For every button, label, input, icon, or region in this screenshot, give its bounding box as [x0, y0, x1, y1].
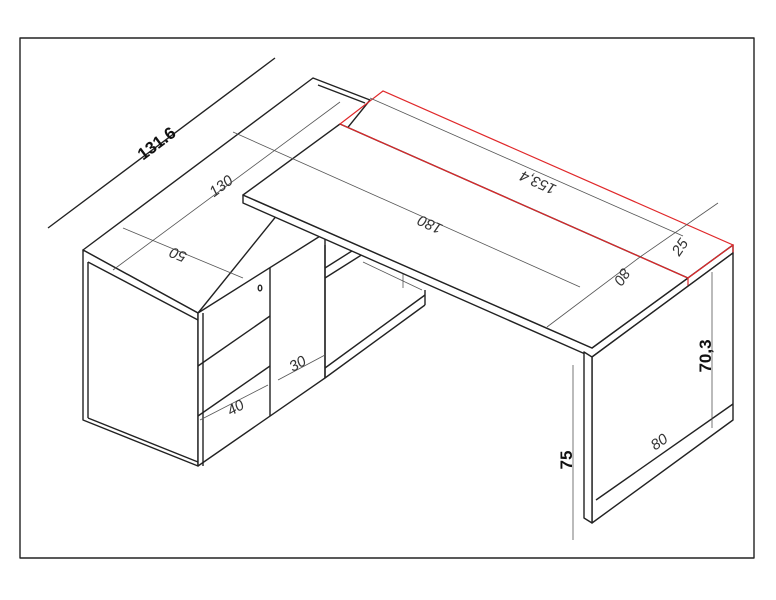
- dim-door-width: 30: [286, 352, 310, 375]
- dim-extension-depth: 25: [668, 235, 692, 260]
- cabinet: [82, 77, 371, 467]
- right-leg: [583, 252, 734, 524]
- drawing-frame: [19, 37, 755, 559]
- dim-desk-height: 75: [557, 451, 576, 470]
- dim-cabinet-depth: 50: [167, 243, 189, 265]
- under-desk-frame: [324, 243, 426, 379]
- drawer-line-1: [197, 315, 271, 367]
- dim-extension-length: 153,4: [518, 167, 559, 198]
- dim-overall-depth-line: [47, 57, 276, 229]
- lock-icon: [257, 284, 263, 292]
- dim-leg-height: 70,3: [696, 339, 715, 372]
- dimension-lines: [47, 57, 719, 540]
- dim-overall-depth: 131.6: [134, 123, 179, 164]
- drawer-line-2: [197, 365, 271, 417]
- dim-drawer-width: 40: [224, 396, 248, 419]
